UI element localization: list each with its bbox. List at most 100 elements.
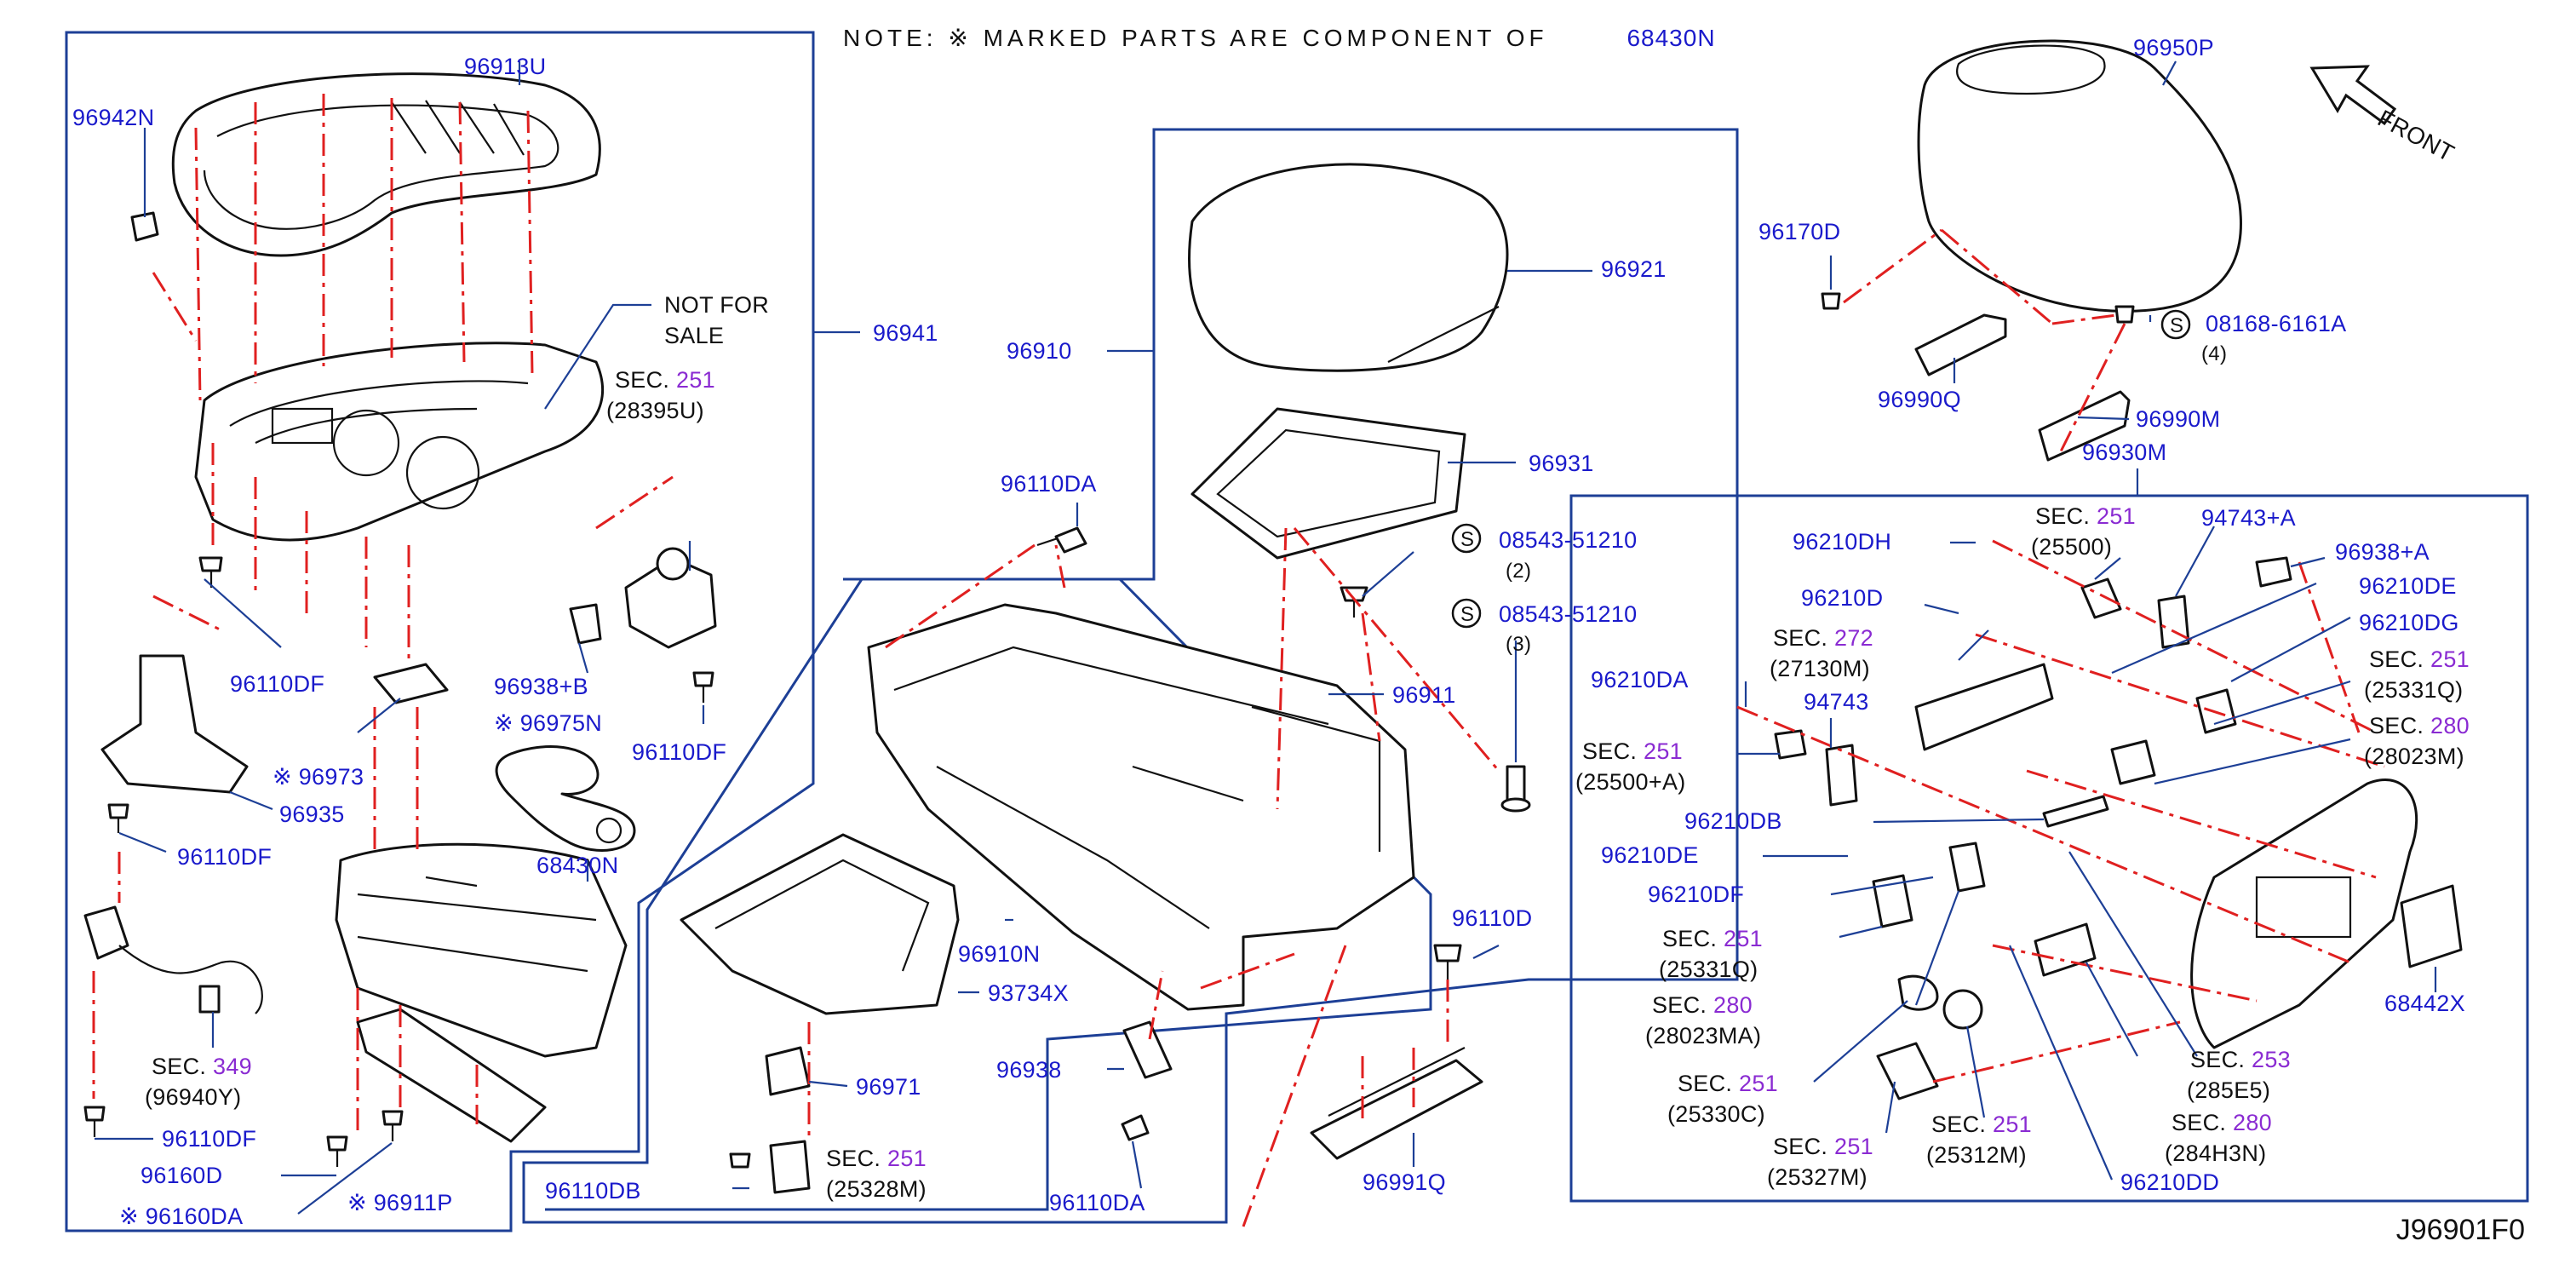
sec-number: 280 [2430, 713, 2470, 738]
sec-word: SEC. [2369, 713, 2424, 738]
sec-word: SEC. [1931, 1112, 1987, 1137]
label-96950P[interactable]: 96950P [2133, 35, 2214, 60]
label-96110DA-b[interactable]: 96110DA [1049, 1190, 1145, 1215]
clip-96938B [569, 603, 602, 645]
label-96941[interactable]: 96941 [873, 320, 938, 346]
label-sec251-25331Q-a[interactable]: SEC. 251 [2369, 646, 2470, 673]
label-96210DD[interactable]: 96210DD [2120, 1169, 2220, 1195]
label-94743A[interactable]: 94743+A [2201, 505, 2296, 531]
label-96110DF-c[interactable]: 96110DF [177, 844, 273, 870]
label-96921[interactable]: 96921 [1601, 256, 1667, 282]
label-ref-25328M: (25328M) [826, 1176, 927, 1202]
label-96110D[interactable]: 96110D [1452, 905, 1533, 931]
label-08168-6161A[interactable]: 08168-6161A [2206, 311, 2347, 336]
label-96210DE-a[interactable]: 96210DE [2359, 573, 2457, 599]
label-sec251-25330C[interactable]: SEC. 251 [1678, 1070, 1778, 1097]
label-96938A[interactable]: 96938+A [2335, 539, 2430, 565]
note-body: NOTE: ※ MARKED PARTS ARE COMPONENT OF [843, 25, 1548, 51]
label-sec251-25500A[interactable]: SEC. 251 [1582, 738, 1683, 765]
label-96931[interactable]: 96931 [1529, 451, 1594, 476]
label-93734X[interactable]: 93734X [988, 980, 1069, 1006]
sec-number: 251 [676, 367, 715, 393]
bracket-96210DB [2042, 795, 2109, 828]
label-96110DB[interactable]: 96110DB [545, 1178, 641, 1204]
label-96160D[interactable]: 96160D [141, 1163, 223, 1188]
label-96210DE-b[interactable]: 96210DE [1601, 842, 1699, 868]
label-96110DF-a[interactable]: 96110DF [230, 671, 325, 697]
label-96935[interactable]: 96935 [279, 801, 345, 827]
label-96991Q[interactable]: 96991Q [1363, 1169, 1446, 1195]
label-ref-27130M: (27130M) [1770, 656, 1870, 681]
label-94743[interactable]: 94743 [1804, 689, 1869, 715]
screw-96110DA-b [1121, 1114, 1150, 1141]
label-96938B[interactable]: 96938+B [494, 674, 588, 699]
label-96938[interactable]: 96938 [996, 1057, 1062, 1083]
label-ref-25327M: (25327M) [1767, 1164, 1867, 1190]
s-symbol-circle [1451, 523, 1482, 554]
switch-285E5 [2034, 922, 2097, 977]
label-96210DB[interactable]: 96210DB [1684, 808, 1782, 834]
label-96210DF[interactable]: 96210DF [1648, 882, 1745, 907]
label-sec280-28023M[interactable]: SEC. 280 [2369, 712, 2470, 739]
label-96971[interactable]: 96971 [856, 1074, 921, 1100]
label-sec280-28023MA[interactable]: SEC. 280 [1652, 991, 1753, 1019]
label-not-for-sale-2: SALE [664, 323, 725, 348]
sec-number: 349 [213, 1054, 252, 1079]
label-sec251-25327M[interactable]: SEC. 251 [1773, 1133, 1873, 1160]
label-not-for-sale-1: NOT FOR [664, 292, 770, 318]
label-96170D[interactable]: 96170D [1758, 219, 1841, 244]
label-96910N[interactable]: 96910N [958, 941, 1041, 967]
switch-25331Q-b [1872, 874, 1913, 928]
label-sec251-28395U[interactable]: SEC. 251 [615, 366, 715, 394]
label-sec251-25312M[interactable]: SEC. 251 [1931, 1111, 2032, 1138]
label-08543-qty-a: (2) [1506, 560, 1532, 583]
label-96911P[interactable]: ※ 96911P [347, 1190, 453, 1215]
label-96975N[interactable]: ※ 96975N [494, 710, 603, 736]
label-96210DH[interactable]: 96210DH [1793, 529, 1892, 554]
label-96911[interactable]: 96911 [1392, 682, 1456, 708]
clip-96938A [2255, 556, 2292, 588]
sec-word: SEC. [152, 1054, 207, 1079]
label-08543-51210-b[interactable]: 08543-51210 [1499, 601, 1638, 627]
label-96110DA-a[interactable]: 96110DA [1001, 471, 1097, 497]
bolt-96110D [1433, 944, 1462, 962]
sec-number: 251 [1724, 926, 1763, 951]
label-sec349[interactable]: SEC. 349 [152, 1053, 252, 1080]
lighter-25330C [1897, 974, 1939, 1011]
label-ref-25331Q-b: (25331Q) [1659, 957, 1758, 982]
armrest-96950P [1917, 39, 2242, 313]
sec-number: 251 [1993, 1112, 2032, 1137]
label-96930M[interactable]: 96930M [2082, 440, 2167, 465]
label-96990M[interactable]: 96990M [2136, 406, 2221, 432]
console-body-96911 [867, 603, 1415, 1011]
label-68430N[interactable]: 68430N [536, 853, 619, 878]
label-96973[interactable]: ※ 96973 [273, 764, 364, 790]
label-96910[interactable]: 96910 [1007, 338, 1072, 364]
label-96160DA[interactable]: ※ 96160DA [119, 1204, 244, 1229]
label-sec272[interactable]: SEC. 272 [1773, 624, 1873, 652]
connector-96940Y [83, 905, 129, 960]
label-68442X[interactable]: 68442X [2384, 991, 2465, 1016]
sec-word: SEC. [1652, 992, 1707, 1018]
label-96913U[interactable]: 96913U [464, 54, 547, 79]
screw-96110DB [729, 1152, 751, 1169]
label-08543-51210-a[interactable]: 08543-51210 [1499, 527, 1638, 553]
frame-center-inner [545, 577, 1432, 1211]
label-sec280-284H3N[interactable]: SEC. 280 [2172, 1109, 2272, 1136]
label-sec253[interactable]: SEC. 253 [2190, 1046, 2291, 1073]
label-96942N[interactable]: 96942N [72, 105, 155, 130]
switch-25328M [769, 1140, 811, 1194]
label-sec251-25328M[interactable]: SEC. 251 [826, 1145, 927, 1172]
label-96210DG[interactable]: 96210DG [2359, 610, 2459, 635]
group-leader-lines [95, 60, 2437, 1215]
label-96210D[interactable]: 96210D [1801, 585, 1884, 611]
label-96210DA-r[interactable]: 96210DA [1591, 667, 1689, 692]
label-96110DF-b[interactable]: 96110DF [632, 739, 727, 765]
frame-right-switches [1569, 494, 2529, 1203]
label-08168-qty: (4) [2201, 342, 2228, 365]
label-sec251-25500[interactable]: SEC. 251 [2035, 503, 2136, 530]
label-sec251-25331Q-b[interactable]: SEC. 251 [1662, 925, 1763, 952]
sec-word: SEC. [1678, 1071, 1733, 1096]
label-96990Q[interactable]: 96990Q [1878, 387, 1961, 412]
label-96110DF-d[interactable]: 96110DF [162, 1126, 257, 1152]
